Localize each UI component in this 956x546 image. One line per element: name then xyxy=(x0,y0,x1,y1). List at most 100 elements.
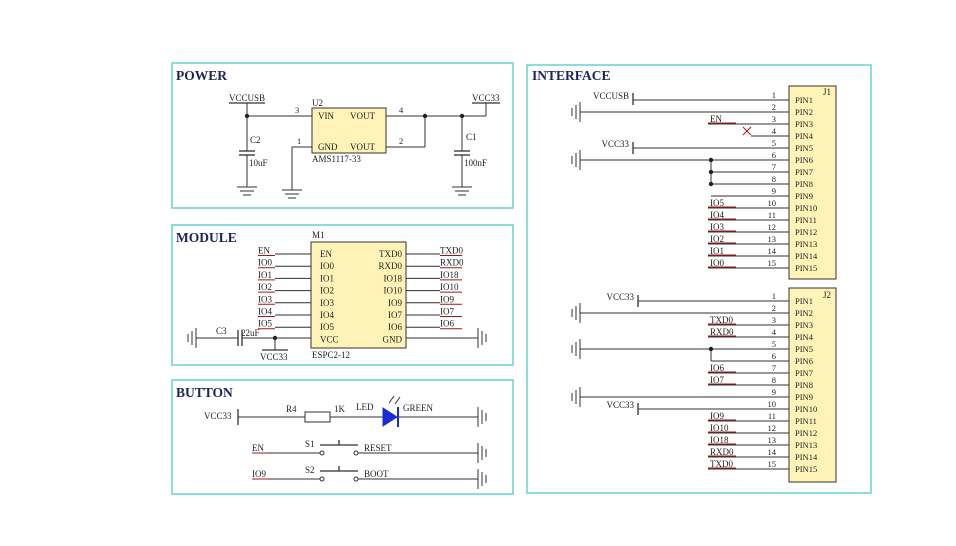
j1-pin-number-8: 8 xyxy=(772,174,776,184)
no-connect-j1-pin4 xyxy=(742,126,752,136)
j1-label: J1 xyxy=(823,87,831,97)
module-left-net-6: IO5 xyxy=(258,319,272,329)
j1-net-1: VCCUSB xyxy=(593,91,629,101)
j2-pin-label-15: PIN15 xyxy=(795,464,817,474)
j2-pin-number-8: 8 xyxy=(772,375,776,385)
j2-pin-number-10: 10 xyxy=(768,399,777,409)
m1-part: ESPC2-12 xyxy=(312,350,350,360)
j1-net-5: VCC33 xyxy=(601,139,629,149)
module-right-net-2: IO18 xyxy=(440,270,459,280)
button-panel xyxy=(171,379,514,495)
module-panel xyxy=(171,224,514,366)
j1-pin-label-8: PIN8 xyxy=(795,179,813,189)
j1-pin-label-6: PIN6 xyxy=(795,155,813,165)
svg-text:2: 2 xyxy=(399,136,403,146)
j1-net-3: EN xyxy=(710,114,722,124)
j1-pin-number-6: 6 xyxy=(772,150,776,160)
j2-pin-number-2: 2 xyxy=(772,303,776,313)
j1-pin-label-7: PIN7 xyxy=(795,167,813,177)
power-vccusb-label: VCCUSB xyxy=(229,93,265,103)
ground-symbol-j2-pin5 xyxy=(571,339,581,359)
j1-pin-label-15: PIN15 xyxy=(795,263,817,273)
module-right-net-1: RXD0 xyxy=(440,258,464,268)
c1-value: 100nF xyxy=(464,158,487,168)
module-pin-left-4: IO3 xyxy=(320,298,334,308)
ground-symbol-led xyxy=(477,407,487,427)
ground-symbol-c1 xyxy=(452,186,472,196)
module-pin-right-2: IO18 xyxy=(384,273,403,283)
m1-module-chip xyxy=(310,241,407,349)
s1-label: S1 xyxy=(305,439,315,449)
j1-pin-number-5: 5 xyxy=(772,138,776,148)
power-title: POWER xyxy=(176,68,227,83)
j2-pin-label-14: PIN14 xyxy=(795,452,818,462)
j1-pin-label-14: PIN14 xyxy=(795,251,818,261)
module-right-net-3: IO10 xyxy=(440,282,459,292)
j1-pin-label-1: PIN1 xyxy=(795,95,813,105)
module-left-net-2: IO1 xyxy=(258,270,272,280)
j2-pin-number-15: 15 xyxy=(768,459,777,469)
button-title: BUTTON xyxy=(176,385,233,400)
j2-net-12: IO10 xyxy=(710,423,729,433)
j2-net-14: RXD0 xyxy=(710,447,734,457)
c2-label: C2 xyxy=(250,135,261,145)
j1-pin-number-3: 3 xyxy=(772,114,776,124)
module-pin-left-6: IO5 xyxy=(320,322,334,332)
module-left-net-3: IO2 xyxy=(258,282,272,292)
j1-pin-number-14: 14 xyxy=(768,246,777,256)
ground-symbol-s1 xyxy=(477,443,487,463)
j2-pin-label-12: PIN12 xyxy=(795,428,817,438)
j2-pin-number-1: 1 xyxy=(772,291,776,301)
j1-header-connector xyxy=(788,85,837,280)
module-pin-right-7: GND xyxy=(383,334,403,344)
module-pin-left-0: EN xyxy=(320,249,332,259)
j1-pin-number-10: 10 xyxy=(768,198,777,208)
svg-text:3: 3 xyxy=(295,105,299,115)
module-vcc33-label: VCC33 xyxy=(260,352,288,362)
r4-value: 1K xyxy=(334,404,346,414)
module-right-net-5: IO7 xyxy=(440,307,454,317)
ground-symbol-s2 xyxy=(477,469,487,489)
j1-net-11: IO4 xyxy=(710,210,724,220)
j2-pin-label-9: PIN9 xyxy=(795,392,813,402)
led-label: LED xyxy=(356,402,374,412)
module-title: MODULE xyxy=(176,230,237,245)
module-pin-left-7: VCC xyxy=(320,334,339,344)
ground-symbol-j1-pin6 xyxy=(571,150,581,170)
s2-pushbutton xyxy=(319,466,359,482)
j1-net-10: IO5 xyxy=(710,198,724,208)
j2-net-8: IO7 xyxy=(710,375,724,385)
svg-text:VIN: VIN xyxy=(318,111,334,121)
j1-pin-label-9: PIN9 xyxy=(795,191,813,201)
module-pin-right-1: RXD0 xyxy=(378,261,402,271)
j2-pin-label-11: PIN11 xyxy=(795,416,817,426)
j2-pin-label-1: PIN1 xyxy=(795,296,813,306)
s2-io9-label: IO9 xyxy=(252,469,266,479)
j2-net-15: TXD0 xyxy=(710,459,733,469)
j2-pin-label-4: PIN4 xyxy=(795,332,814,342)
ground-symbol-j1-pin2 xyxy=(571,102,581,122)
module-left-net-1: IO0 xyxy=(258,258,272,268)
m1-label: M1 xyxy=(312,230,325,240)
j1-pin-number-4: 4 xyxy=(772,126,777,136)
led-diode-icon xyxy=(382,395,401,427)
j2-pin-label-8: PIN8 xyxy=(795,380,813,390)
module-right-net-0: TXD0 xyxy=(440,246,463,256)
svg-text:1: 1 xyxy=(297,136,301,146)
module-pin-right-5: IO7 xyxy=(388,310,402,320)
j2-pin-label-5: PIN5 xyxy=(795,344,813,354)
j1-pin-number-2: 2 xyxy=(772,102,776,112)
j2-pin-number-13: 13 xyxy=(768,435,777,445)
module-left-net-5: IO4 xyxy=(258,307,272,317)
j1-pin-label-2: PIN2 xyxy=(795,107,813,117)
j1-pin-number-15: 15 xyxy=(768,258,777,268)
power-panel xyxy=(171,62,514,209)
ground-symbol-c2 xyxy=(237,186,257,196)
u2-label: U2 xyxy=(312,98,323,108)
module-pin-right-4: IO9 xyxy=(388,298,402,308)
